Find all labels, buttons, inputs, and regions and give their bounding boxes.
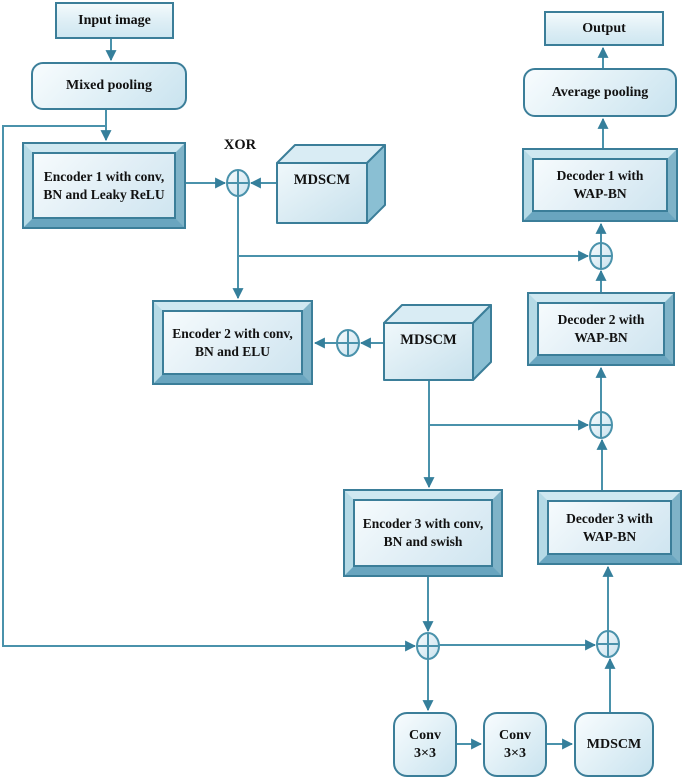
node-decoder1: Decoder 1 with WAP-BN (522, 148, 678, 222)
node-encoder3: Encoder 3 with conv, BN and swish (343, 489, 503, 577)
node-average-pooling: Average pooling (523, 68, 677, 117)
node-mdscm1: MDSCM (293, 172, 351, 188)
encoder3-label: Encoder 3 with conv, BN and swish (353, 499, 493, 567)
xor-junctions (226, 169, 620, 660)
encoder2-label: Encoder 2 with conv, BN and ELU (162, 310, 303, 375)
encoder1-label: Encoder 1 with conv, BN and Leaky ReLU (32, 152, 176, 219)
xor-junction-decoder1 (589, 242, 613, 270)
mdscm2-cube (383, 304, 492, 381)
node-decoder3: Decoder 3 with WAP-BN (537, 490, 682, 565)
decoder3-label: Decoder 3 with WAP-BN (547, 500, 672, 555)
node-output: Output (544, 11, 664, 46)
decoder1-label: Decoder 1 with WAP-BN (532, 158, 668, 212)
node-conv3x3-a: Conv 3×3 (393, 712, 457, 777)
node-conv3x3-b: Conv 3×3 (483, 712, 547, 777)
node-encoder1: Encoder 1 with conv, BN and Leaky ReLU (22, 142, 186, 229)
decoder1-bevel: Decoder 1 with WAP-BN (524, 150, 676, 220)
node-input-image: Input image (55, 2, 174, 39)
encoder3-bevel: Encoder 3 with conv, BN and swish (345, 491, 501, 575)
xor-junction-1 (226, 169, 250, 197)
decoder2-label: Decoder 2 with WAP-BN (537, 302, 665, 356)
xor-junction-encoder2 (336, 329, 360, 357)
mdscm1-cube (276, 144, 386, 224)
xor-junction-bottom-left (416, 632, 440, 660)
decoder2-bevel: Decoder 2 with WAP-BN (529, 294, 673, 364)
xor-label: XOR (223, 137, 257, 153)
conv-a-line2: 3×3 (414, 745, 436, 761)
node-mdscm2: MDSCM (400, 332, 457, 348)
conv-b-line1: Conv (499, 728, 531, 743)
flow-arrows (2, 39, 616, 750)
encoder2-bevel: Encoder 2 with conv, BN and ELU (154, 302, 311, 383)
node-decoder2: Decoder 2 with WAP-BN (527, 292, 675, 366)
node-mixed-pooling: Mixed pooling (31, 62, 187, 110)
mdscm-cubes (276, 144, 492, 381)
decoder3-bevel: Decoder 3 with WAP-BN (539, 492, 680, 563)
node-encoder2: Encoder 2 with conv, BN and ELU (152, 300, 313, 385)
xor-junction-bottom-right (596, 630, 620, 658)
encoder1-bevel: Encoder 1 with conv, BN and Leaky ReLU (24, 144, 184, 227)
node-mdscm3: MDSCM (574, 712, 654, 777)
conv-a-line1: Conv (409, 728, 441, 743)
xor-junction-decoder2 (589, 411, 613, 439)
conv-b-line2: 3×3 (504, 745, 526, 761)
